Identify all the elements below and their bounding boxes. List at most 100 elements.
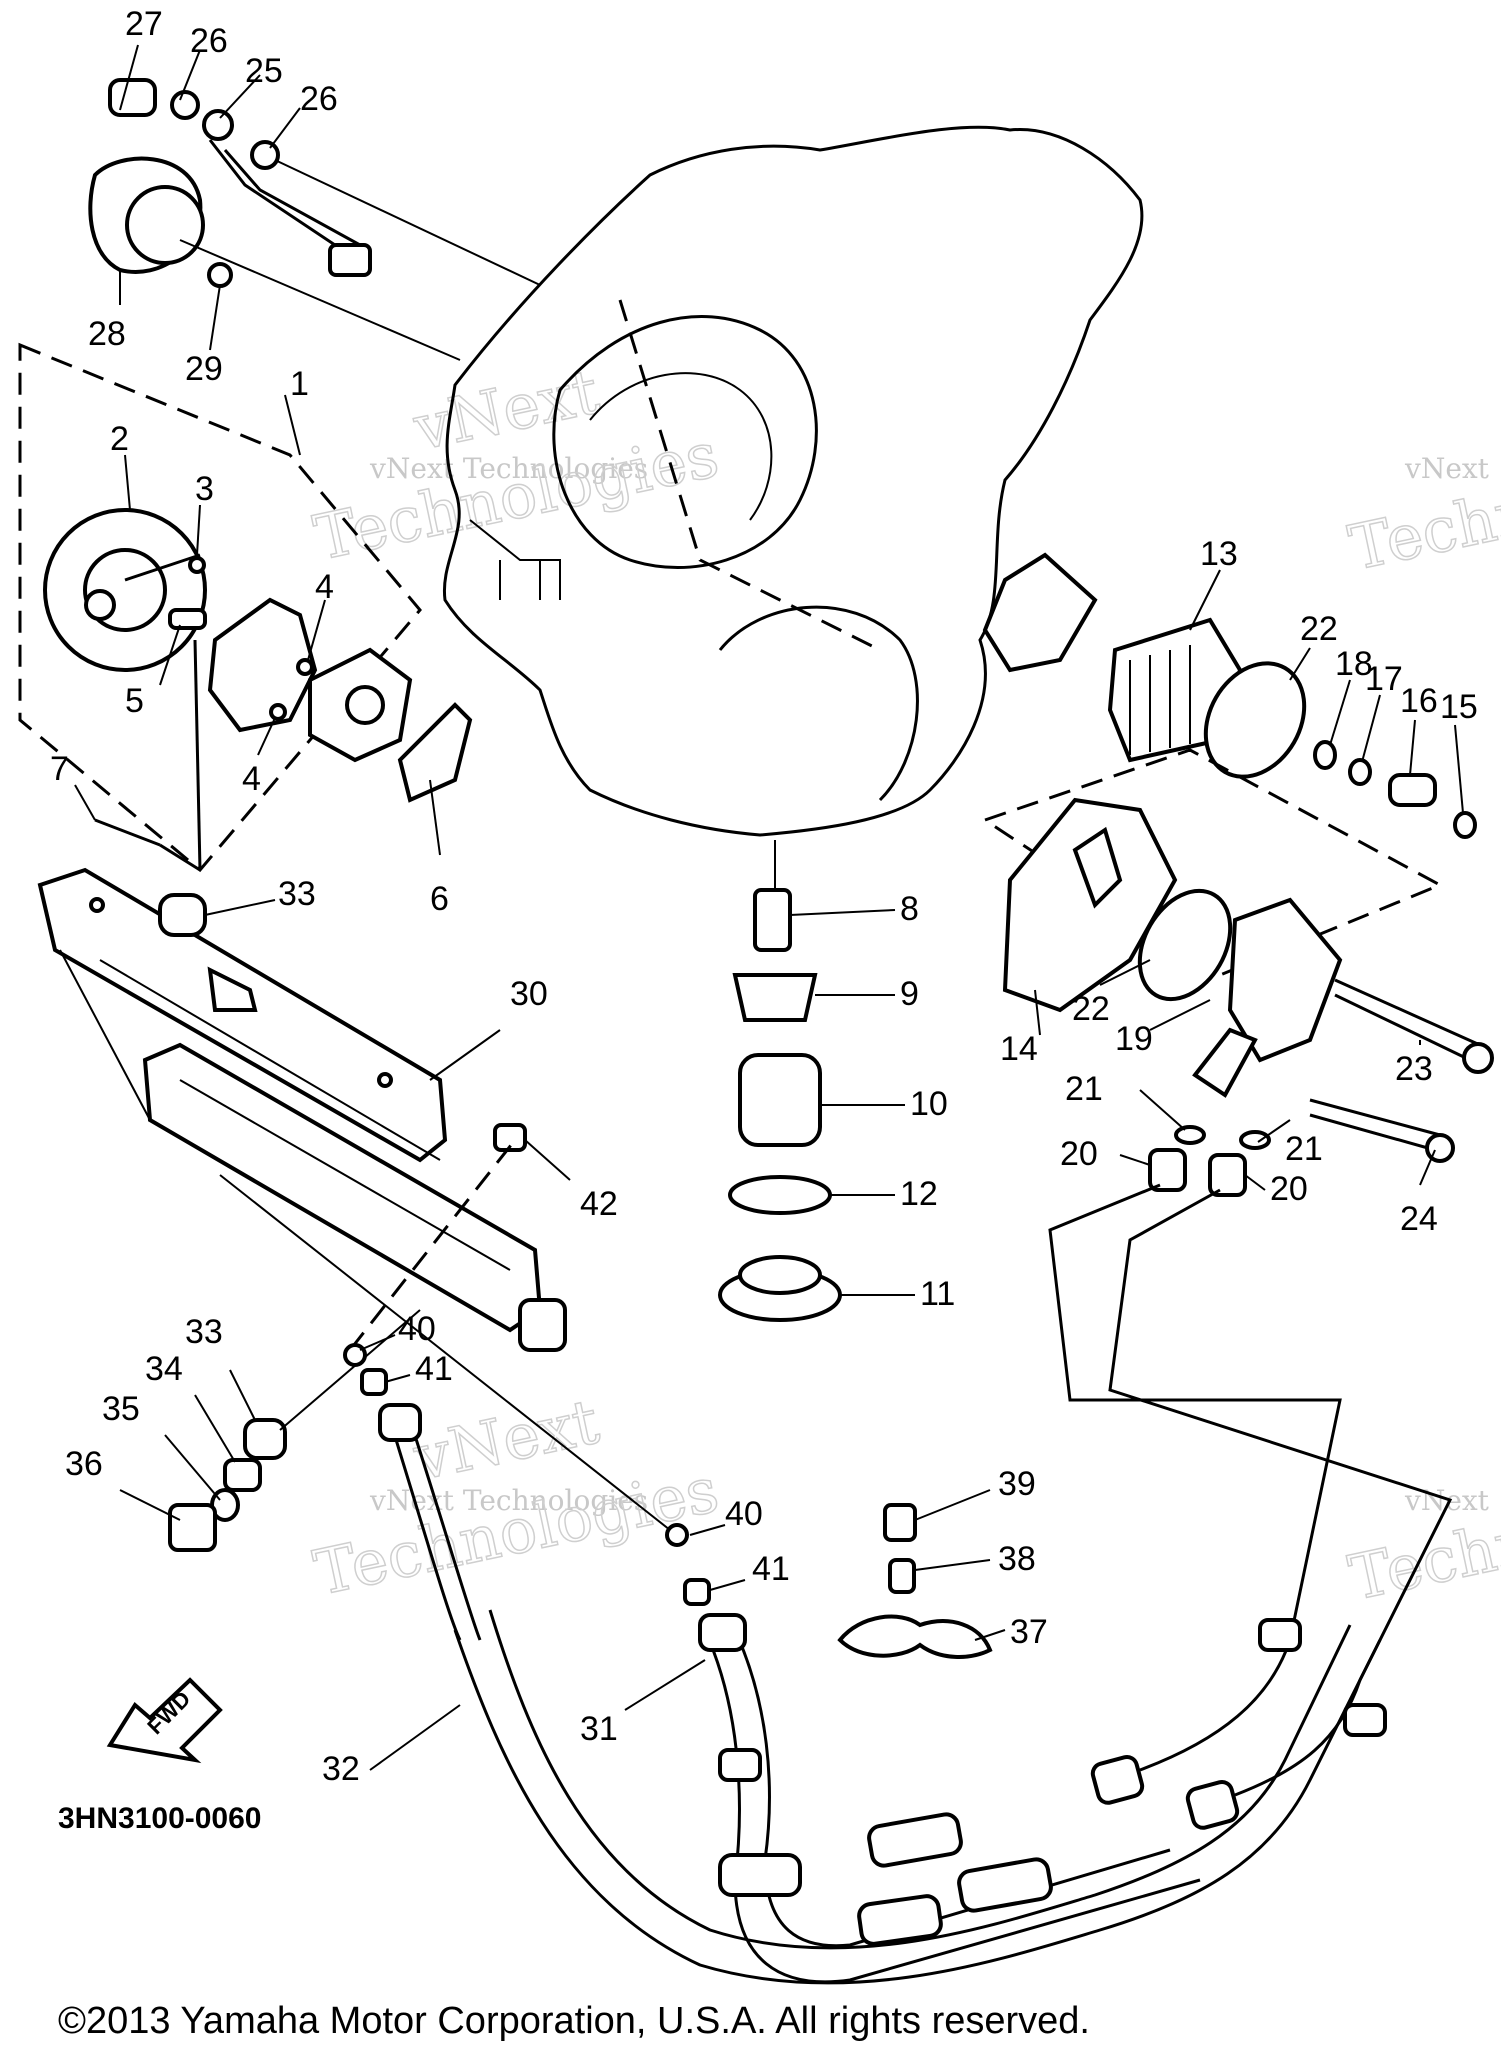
callout-8: 8 <box>900 890 919 928</box>
callout-24: 24 <box>1400 1200 1438 1238</box>
callout-17: 17 <box>1365 660 1403 698</box>
crankcase-cover <box>442 125 1144 837</box>
o-ring-40 <box>343 1343 367 1367</box>
callout-14: 14 <box>1000 1030 1038 1068</box>
pump-screw <box>94 818 161 847</box>
callout-32: 32 <box>322 1750 360 1788</box>
oil-hose-31 <box>698 1619 1201 1984</box>
callout-27: 27 <box>125 5 163 43</box>
bolt-36 <box>168 1503 217 1552</box>
callout-19: 19 <box>1115 1020 1153 1058</box>
callout-29: 29 <box>185 350 223 388</box>
grommet-33b <box>243 1418 287 1460</box>
relief-valve-stack <box>718 840 842 1322</box>
callout-26: 26 <box>190 22 228 60</box>
callout-42: 42 <box>580 1185 618 1223</box>
callout-21b: 21 <box>1285 1130 1323 1168</box>
svg-text:Technologies: Technologies <box>308 1453 725 1610</box>
callout-1: 1 <box>290 365 309 403</box>
oil-pump-assembly-box <box>18 342 422 873</box>
callout-2: 2 <box>110 420 129 458</box>
callout-22: 22 <box>1300 610 1338 648</box>
oil-cooler-upper <box>37 867 448 1163</box>
collar-34 <box>223 1458 262 1492</box>
union <box>202 109 234 141</box>
union-20 <box>1148 1148 1187 1192</box>
fwd-arrow-icon <box>106 1677 223 1764</box>
pump-gasket <box>397 702 473 803</box>
oil-pump-parts <box>43 508 473 872</box>
callout-13: 13 <box>1200 535 1238 573</box>
spring-16 <box>1388 773 1437 807</box>
callout-18: 18 <box>1335 645 1373 683</box>
leader-lines <box>74 44 1464 1771</box>
o-ring-21b <box>1239 1130 1271 1150</box>
callout-41b: 41 <box>752 1550 790 1588</box>
watermark: vNext Technologies vNext Technologies vN… <box>307 354 1501 1616</box>
callout-31: 31 <box>580 1710 618 1748</box>
callout-20: 20 <box>1060 1135 1098 1173</box>
o-ring-15 <box>1453 811 1477 839</box>
valve-seat-9 <box>732 973 818 1022</box>
o-ring-22b <box>1137 888 1233 1002</box>
copyright-notice: ©2013 Yamaha Motor Corporation, U.S.A. A… <box>58 2000 1090 2042</box>
callout-4b: 4 <box>242 760 261 798</box>
nut-42 <box>493 1123 527 1152</box>
callout-33b: 33 <box>185 1313 223 1351</box>
relief-valve-8 <box>753 888 792 952</box>
svg-text:vNext Technologies: vNext Technologies <box>369 452 648 485</box>
filter-gasket <box>982 552 1098 673</box>
callout-3: 3 <box>195 470 214 508</box>
washer-12 <box>728 1175 832 1215</box>
callout-9: 9 <box>900 975 919 1013</box>
callout-15: 15 <box>1440 688 1478 726</box>
oil-hose-32 <box>453 1629 1382 1985</box>
collar-41 <box>360 1368 388 1396</box>
oil-hoses <box>378 1183 1453 1985</box>
o-ring-40b <box>665 1523 689 1547</box>
callout-6: 6 <box>430 880 449 918</box>
union-20b <box>1208 1153 1247 1197</box>
washer-2 <box>250 140 280 170</box>
svg-text:Techn: Techn <box>1343 474 1501 584</box>
callout-25: 25 <box>245 52 283 90</box>
bolt-23 <box>1334 978 1481 1047</box>
oil-filter-parts <box>981 552 1494 1197</box>
callout-21: 21 <box>1065 1070 1103 1108</box>
diagram-code: 3HN3100-0060 <box>58 1802 261 1835</box>
svg-text:vNext: vNext <box>1404 452 1490 485</box>
callout-28: 28 <box>88 315 126 353</box>
grommet-33 <box>158 893 207 937</box>
callout-30: 30 <box>510 975 548 1013</box>
callout-12: 12 <box>900 1175 938 1213</box>
bolt-39 <box>883 1503 917 1542</box>
callout-22b: 22 <box>1072 990 1110 1028</box>
callout-5: 5 <box>125 682 144 720</box>
bolt-24 <box>1309 1098 1441 1137</box>
callout-39: 39 <box>998 1465 1036 1503</box>
fwd-arrow: FWD <box>106 1677 223 1764</box>
dowel-pin <box>188 556 206 574</box>
oil-cooler <box>37 867 567 1352</box>
callout-35: 35 <box>102 1390 140 1428</box>
washer-17 <box>1348 758 1372 786</box>
union-bolt <box>108 78 157 117</box>
callout-7: 7 <box>50 750 69 788</box>
oil-pipe-cover <box>1227 897 1343 1063</box>
callout-38: 38 <box>998 1540 1036 1578</box>
pump-housing <box>207 597 318 733</box>
o-ring-22 <box>1203 661 1307 779</box>
o-ring <box>207 262 233 288</box>
oil-line-upper <box>88 78 541 361</box>
callout-37: 37 <box>1010 1613 1048 1651</box>
callout-40: 40 <box>398 1310 436 1348</box>
cooler-outlet <box>518 1298 567 1352</box>
callout-33: 33 <box>278 875 316 913</box>
callout-26b: 26 <box>300 80 338 118</box>
callout-41: 41 <box>415 1350 453 1388</box>
hose-fitting <box>378 1403 422 1442</box>
washer-18 <box>1313 740 1337 770</box>
callout-16: 16 <box>1400 682 1438 720</box>
washer <box>170 90 200 120</box>
